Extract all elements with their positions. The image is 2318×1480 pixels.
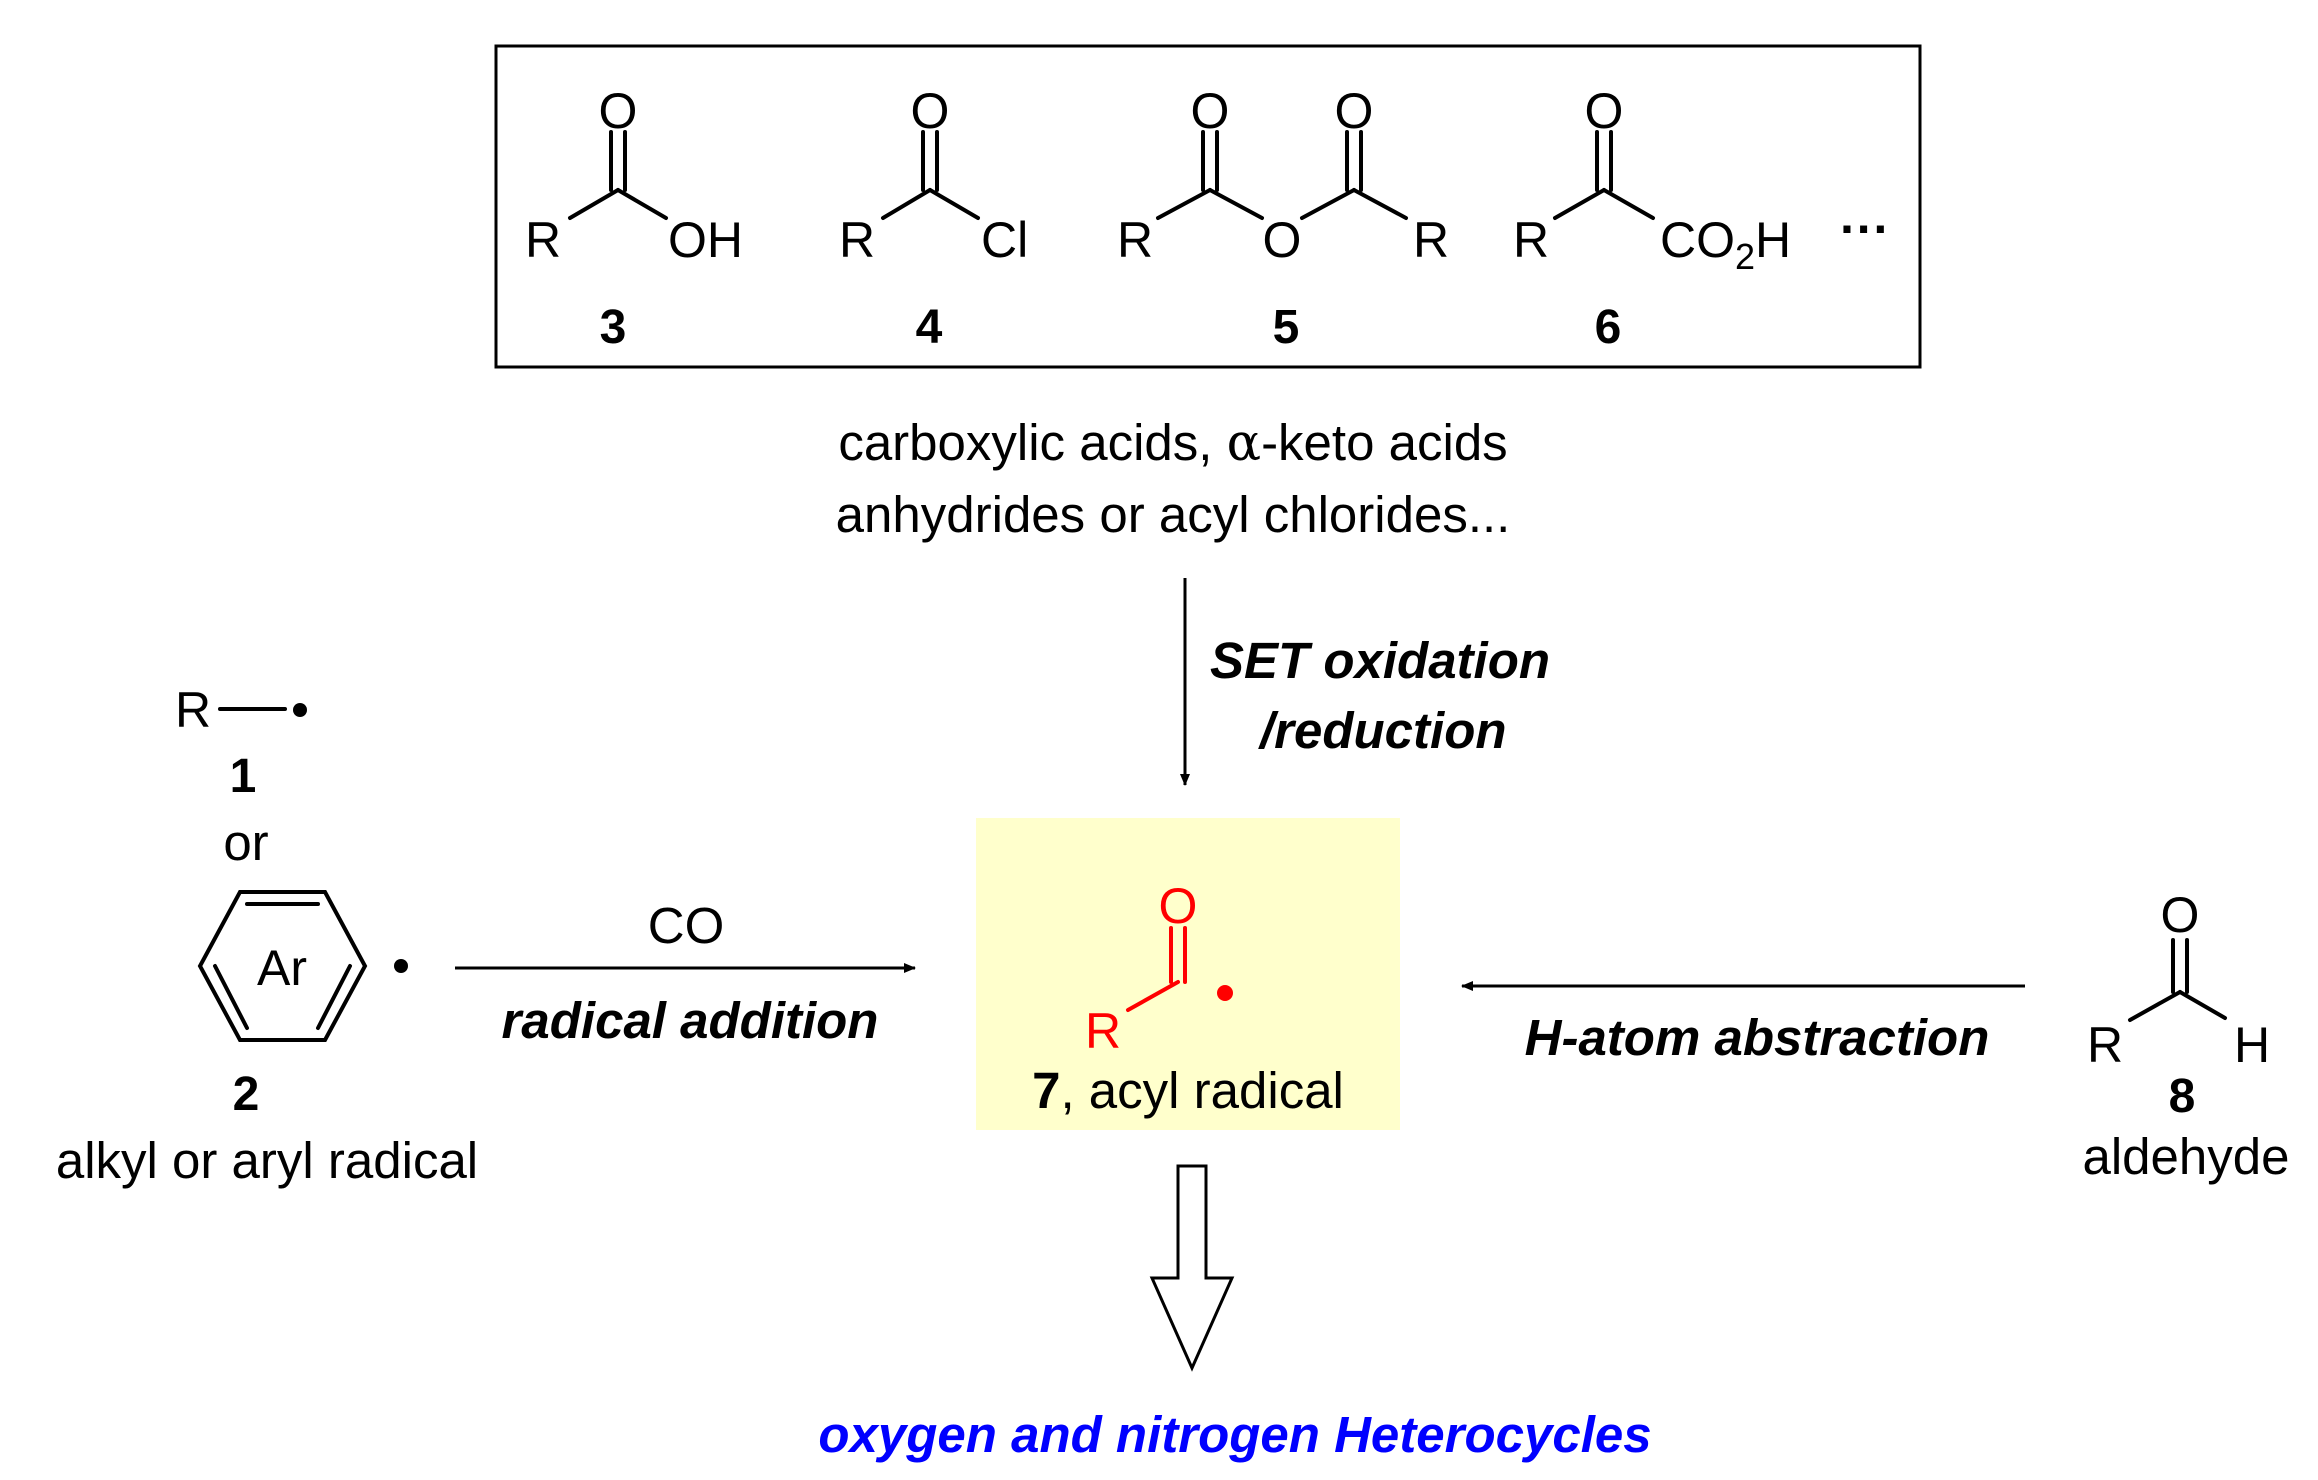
oxygen-label: O — [911, 83, 950, 139]
carboxyl-label: CO2H — [1660, 212, 1791, 277]
compound-number-8: 8 — [2169, 1070, 2196, 1123]
compound-number-5: 5 — [1273, 301, 1300, 354]
compound-number-3: 3 — [600, 301, 627, 354]
benzene-ring — [197, 890, 368, 1042]
compound-3: R O OH 3 — [525, 83, 743, 354]
compound-4: R O Cl 4 — [839, 83, 1028, 354]
compound-number-1: 1 — [230, 750, 257, 803]
oxygen-label: O — [1191, 83, 1230, 139]
ar-label: Ar — [257, 940, 307, 996]
radical-dot — [293, 703, 307, 717]
compound-number-6: 6 — [1595, 301, 1622, 354]
radical-addition-label: radical addition — [502, 992, 879, 1049]
hydroxyl-label: OH — [668, 212, 743, 268]
radical-dot — [394, 959, 408, 973]
substrate-caption-line1: carboxylic acids, α-keto acids — [838, 414, 1507, 473]
r-label: R — [175, 682, 211, 738]
product-arrow — [1149, 1164, 1235, 1372]
aldehyde-caption: aldehyde — [2082, 1128, 2289, 1185]
aryl-radical-2: Ar 2 — [197, 890, 408, 1121]
oxygen-label: O — [599, 83, 638, 139]
alkyl-radical-1: R 1 — [175, 682, 307, 803]
chlorine-label: Cl — [981, 212, 1028, 268]
set-oxidation-label: SET oxidation — [1210, 632, 1550, 689]
r-label: R — [1117, 212, 1153, 268]
more-substrates-ellipsis: ··· — [1840, 201, 1890, 257]
r-label: R — [839, 212, 875, 268]
radical-caption: alkyl or aryl radical — [56, 1132, 478, 1189]
compound-6: R O CO2H 6 — [1513, 83, 1791, 354]
substrate-box — [494, 44, 1922, 369]
r-label: R — [1413, 212, 1449, 268]
acyl-radical-caption: 7, acyl radical — [1032, 1062, 1344, 1119]
compound-number-2: 2 — [233, 1068, 260, 1121]
acyl-radical-highlight — [976, 818, 1400, 1130]
or-label: or — [223, 814, 268, 871]
heterocycles-label: oxygen and nitrogen Heterocycles — [818, 1406, 1651, 1463]
co-label: CO — [648, 897, 725, 954]
r-label: R — [2087, 1017, 2123, 1073]
acyl-radical-7: O R — [1085, 878, 1233, 1059]
reduction-label: /reduction — [1258, 702, 1507, 759]
r-label: R — [525, 212, 561, 268]
h-atom-abstraction-label: H-atom abstraction — [1525, 1009, 1990, 1066]
oxygen-label: O — [1159, 878, 1198, 934]
substrate-caption-line2: anhydrides or acyl chlorides... — [836, 486, 1511, 543]
bridge-oxygen-label: O — [1263, 212, 1302, 268]
aldehyde-8: O R H 8 — [2087, 887, 2270, 1123]
r-label: R — [1513, 212, 1549, 268]
radical-dot — [1217, 985, 1233, 1001]
oxygen-label: O — [1585, 83, 1624, 139]
compound-5: R O O O R 5 — [1117, 83, 1449, 354]
oxygen-label: O — [1335, 83, 1374, 139]
oxygen-label: O — [2161, 887, 2200, 943]
hydrogen-label: H — [2234, 1017, 2270, 1073]
r-label: R — [1085, 1003, 1121, 1059]
compound-number-4: 4 — [916, 301, 943, 354]
